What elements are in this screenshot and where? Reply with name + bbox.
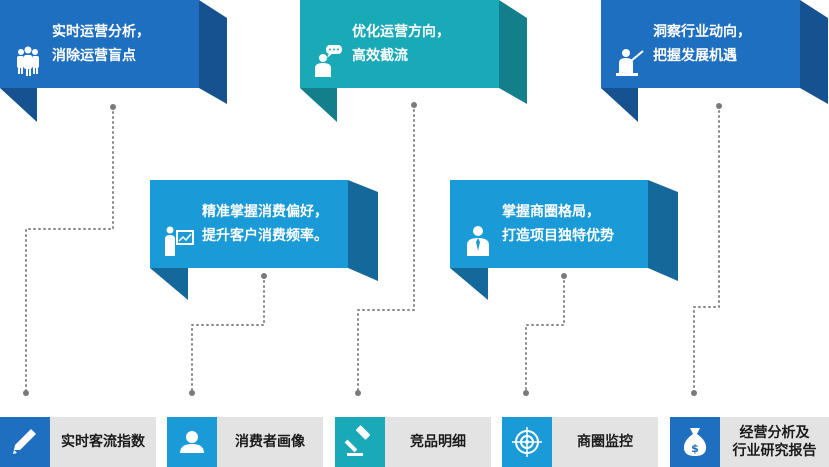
banner-insight: 洞察行业动向， 把握发展机遇 (601, 0, 829, 122)
banner-line2: 提升客户消费频率。 (202, 228, 328, 244)
connector-dot (23, 390, 29, 396)
tile-customer-flow: 实时客流指数 (0, 417, 156, 467)
speech-bubble-person-icon (312, 41, 344, 81)
tile-competitor: 竞品明细 (335, 417, 491, 467)
connector-dot (716, 103, 722, 109)
gavel-icon (335, 417, 385, 467)
banner-fold (450, 180, 678, 300)
banner-line2: 高效截流 (352, 48, 408, 64)
svg-text:$: $ (691, 442, 699, 455)
banner-text: 实时运营分析， 消除运营盲点 (52, 20, 222, 68)
banner-realtime: 实时运营分析， 消除运营盲点 (0, 0, 230, 122)
connector-insight (693, 105, 720, 393)
tile-label: 竞品明细 (385, 417, 491, 467)
presenter-icon (613, 41, 645, 81)
banner-fold (601, 0, 828, 122)
banner-line2: 打造项目独特优势 (502, 228, 614, 244)
banner-face (300, 0, 499, 88)
banner-line1: 实时运营分析， (52, 24, 150, 40)
connector-dot (189, 390, 195, 396)
connector-dot (355, 390, 361, 396)
banner-line1: 优化运营方向， (352, 24, 450, 40)
user-icon (167, 417, 217, 467)
target-icon (502, 417, 552, 467)
pencil-icon (0, 417, 50, 467)
banner-business-district: 掌握商圈格局， 打造项目独特优势 (450, 180, 680, 300)
connector-district (525, 275, 565, 393)
money-bag-icon: $ (670, 417, 720, 467)
banner-fold (150, 180, 378, 300)
tile-district-monitor: 商圈监控 (502, 417, 658, 467)
connector-dot (691, 390, 697, 396)
tile-label: 商圈监控 (552, 417, 658, 467)
people-group-icon (12, 41, 44, 81)
tile-consumer-profile: 消费者画像 (167, 417, 323, 467)
banner-line2: 把握发展机遇 (653, 48, 737, 64)
banner-preference: 精准掌握消费偏好， 提升客户消费频率。 (150, 180, 380, 300)
tile-label: 消费者画像 (217, 417, 323, 467)
banner-line1: 精准掌握消费偏好， (202, 204, 328, 220)
banner-line2: 消除运营盲点 (52, 48, 136, 64)
banner-line1: 洞察行业动向， (653, 24, 751, 40)
connector-dot (561, 273, 567, 279)
banner-fold (300, 0, 527, 122)
connector-realtime (25, 106, 114, 393)
banner-fold (0, 0, 227, 122)
banner-text: 精准掌握消费偏好， 提升客户消费频率。 (202, 200, 372, 248)
banner-text: 优化运营方向， 高效截流 (352, 20, 522, 68)
tile-label: 实时客流指数 (50, 417, 156, 467)
connector-dot (411, 102, 417, 108)
banner-text: 掌握商圈格局， 打造项目独特优势 (502, 200, 672, 248)
banner-optimize: 优化运营方向， 高效截流 (300, 0, 530, 122)
banner-line1: 掌握商圈格局， (502, 204, 600, 220)
presentation-board-icon (162, 220, 194, 260)
connector-dot (523, 390, 529, 396)
tile-report: $ 经营分析及 行业研究报告 (670, 417, 829, 467)
banner-text: 洞察行业动向， 把握发展机遇 (653, 20, 821, 68)
banner-face (150, 180, 348, 268)
connector-dot (261, 273, 267, 279)
connector-preference (191, 275, 265, 393)
connector-dot (110, 104, 116, 110)
connector-optimize (357, 104, 415, 393)
tile-label: 经营分析及 行业研究报告 (720, 417, 829, 467)
businessman-icon (462, 220, 494, 260)
